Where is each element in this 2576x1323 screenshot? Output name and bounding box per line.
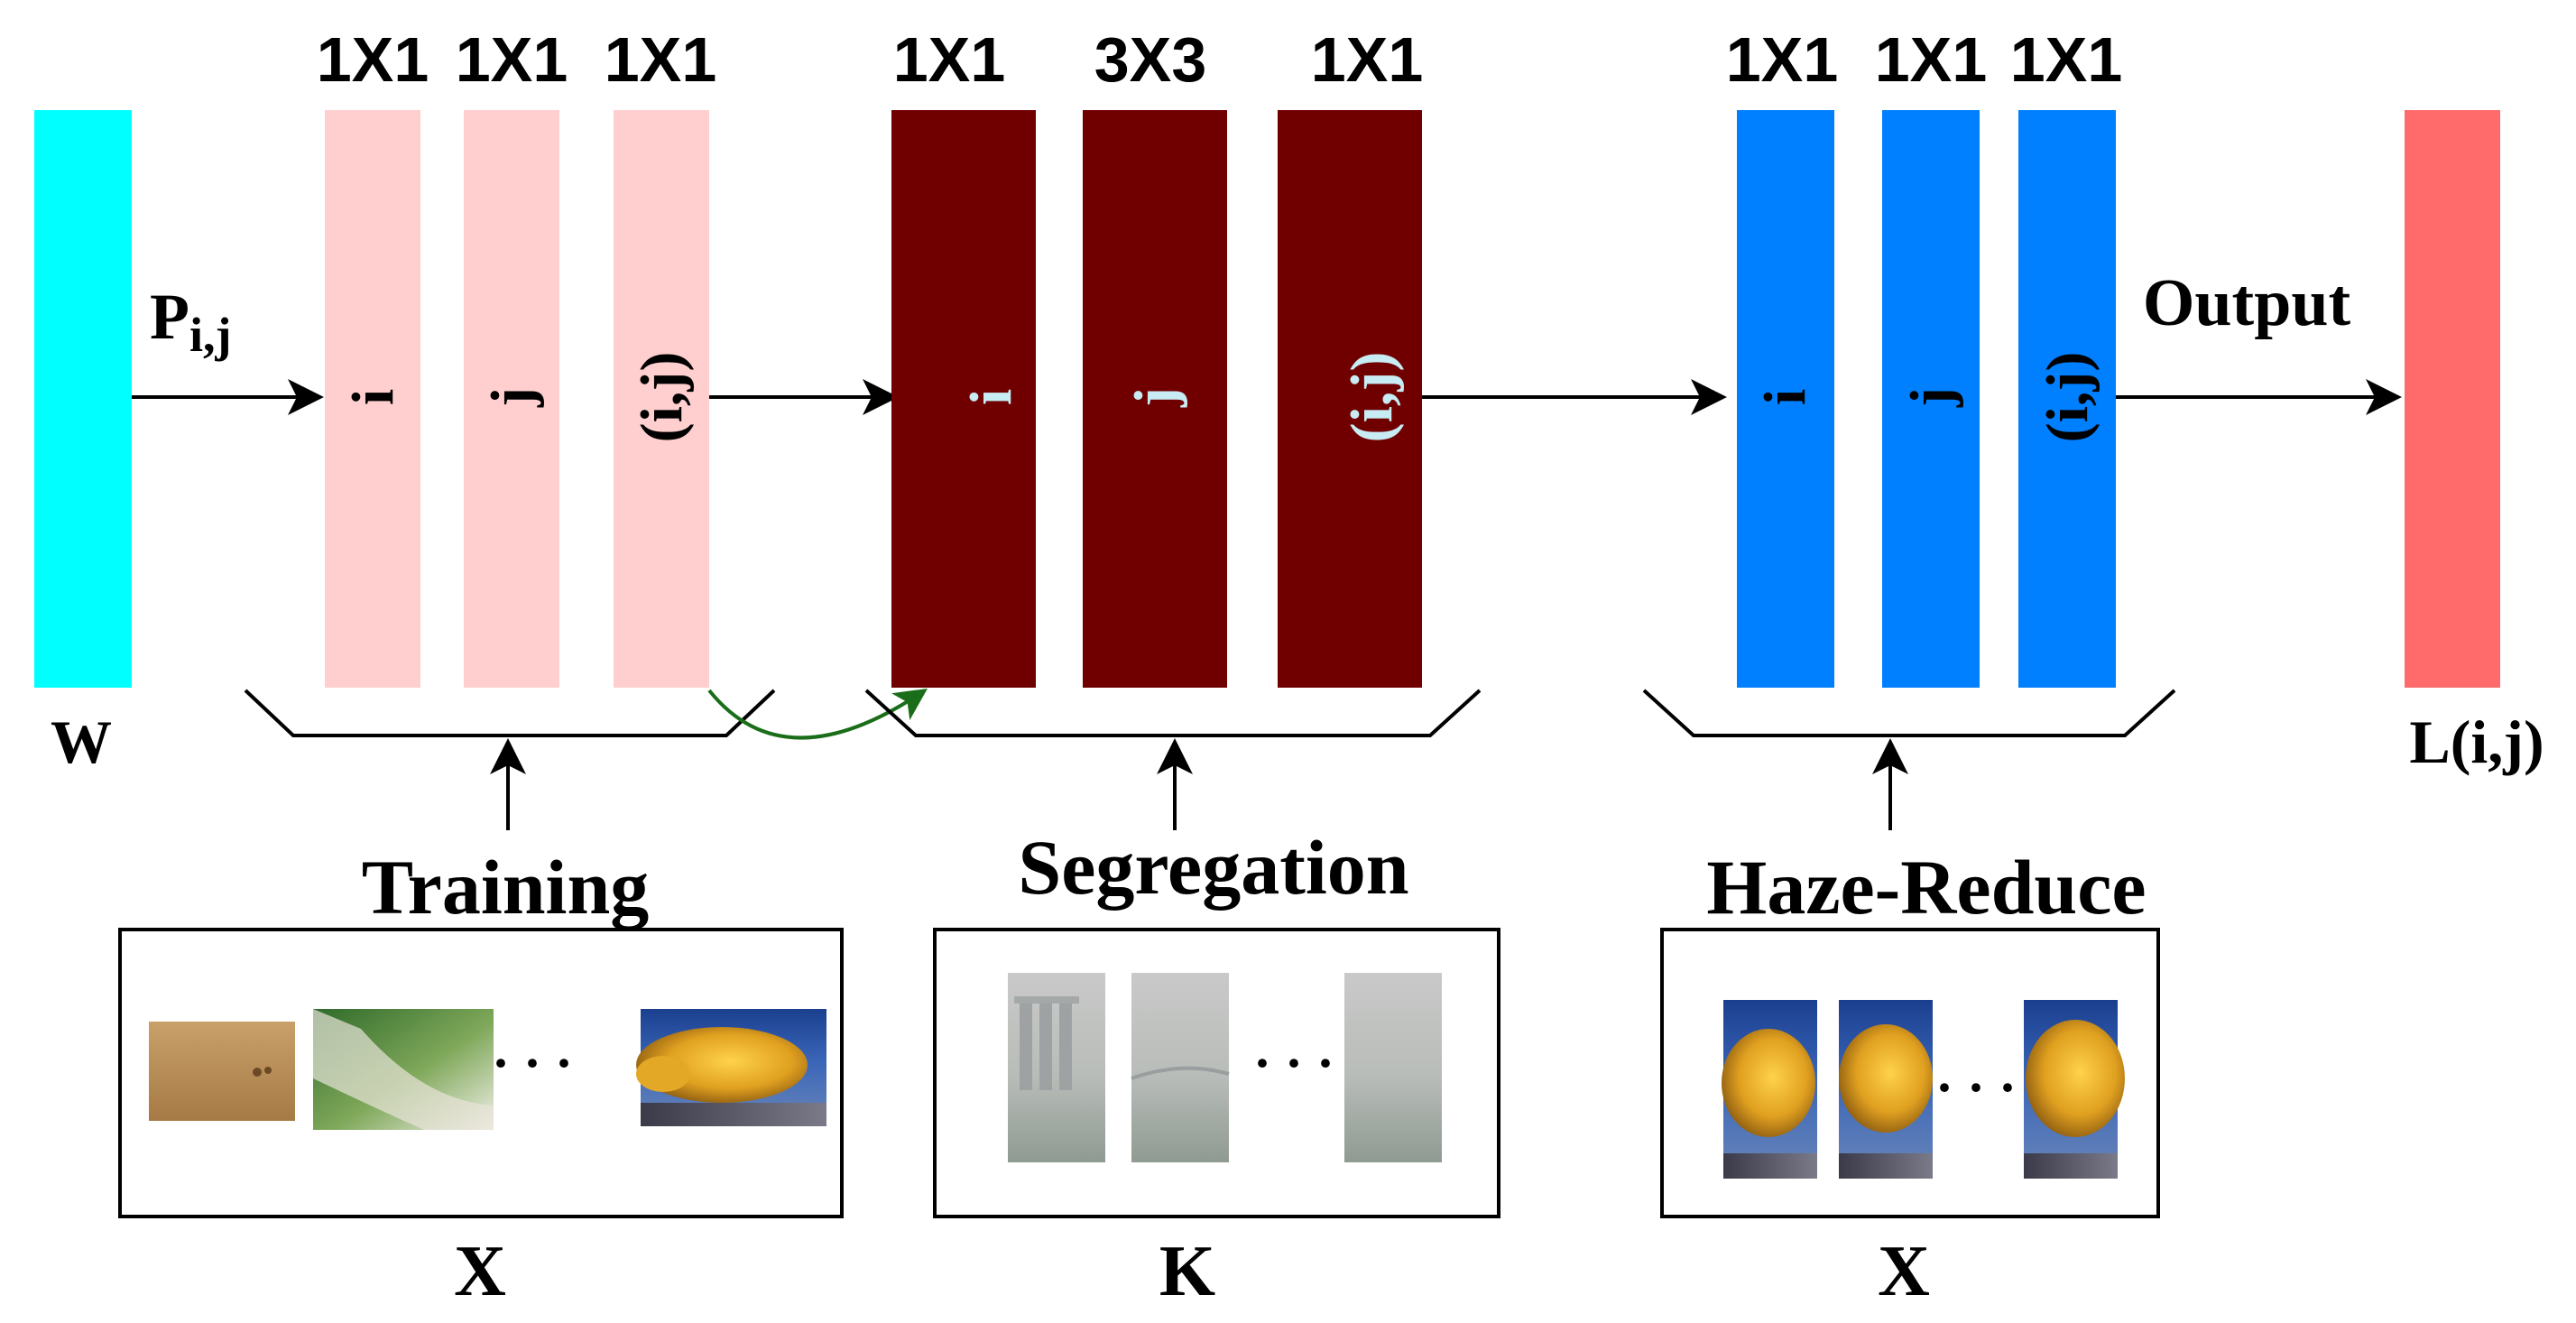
segregation-layer-1: [891, 110, 1036, 688]
segregation-layer-label-3: (i,j): [1339, 352, 1405, 443]
haze-layer-label-2: j: [1898, 387, 1964, 408]
haze-kernel-1: 1X1: [1726, 24, 1839, 95]
haze-layer-3: [2018, 110, 2116, 688]
edge-in-label-sub: i,j: [189, 308, 232, 362]
input-layer: [34, 110, 132, 688]
segregation-group: 1X1 3X3 1X1 i j (i,j) Segregation · · · …: [864, 24, 1500, 1311]
segregation-kernel-3: 1X1: [1311, 24, 1424, 95]
training-dataset-label: X: [454, 1232, 506, 1311]
segregation-kernel-1: 1X1: [893, 24, 1006, 95]
segregation-stage-label: Segregation: [1018, 824, 1408, 911]
training-layer-label-3: (i,j): [629, 352, 695, 443]
training-layer-label-2: j: [479, 387, 545, 408]
segregation-thumbnail-2: [1131, 973, 1230, 1162]
training-kernel-3: 1X1: [605, 24, 717, 95]
training-layer-2: [464, 110, 559, 688]
training-stage-label: Training: [362, 844, 650, 930]
haze-ellipsis: · · ·: [1935, 1058, 2017, 1117]
segregation-thumbnail-3: [1344, 973, 1442, 1162]
training-layer-1: [325, 110, 420, 688]
segregation-thumbnail-1: [1008, 973, 1105, 1162]
edge-out-label: Output: [2143, 266, 2351, 340]
training-layer-label-1: i: [340, 389, 406, 405]
output-label: L(i,j): [2409, 708, 2544, 776]
haze-layer-label-3: (i,j): [2035, 352, 2101, 443]
haze-dataset-label: X: [1878, 1232, 1930, 1311]
edge-in-label: Pi,j: [150, 281, 231, 362]
haze-kernel-2: 1X1: [1875, 24, 1988, 95]
segregation-kernel-2: 3X3: [1094, 24, 1207, 95]
haze-kernel-3: 1X1: [2010, 24, 2123, 95]
training-group: 1X1 1X1 1X1 i j (i,j) Training · · · X: [118, 24, 844, 1311]
haze-stage-label: Haze-Reduce: [1706, 844, 2146, 930]
haze-thumbnail-2: [1839, 1000, 1933, 1179]
training-thumbnail-3: [636, 1009, 826, 1126]
training-thumbnail-2: [313, 1009, 494, 1130]
training-ellipsis: · · ·: [492, 1033, 573, 1093]
haze-thumbnail-3: [2024, 1000, 2125, 1179]
training-dataset-box: [118, 928, 844, 1218]
segregation-bracket: [864, 689, 1482, 737]
segregation-layer-label-2: j: [1122, 387, 1188, 408]
training-thumbnail-1: [149, 1022, 295, 1121]
segregation-dataset-box: [933, 928, 1500, 1218]
training-layer-3: [614, 110, 709, 688]
haze-bracket: [1642, 689, 2176, 737]
training-kernel-1: 1X1: [317, 24, 429, 95]
training-bracket: [244, 689, 776, 737]
haze-layer-label-1: i: [1752, 389, 1818, 405]
segregation-layer-3: [1278, 110, 1422, 688]
training-kernel-2: 1X1: [456, 24, 568, 95]
input-label: W: [51, 708, 112, 776]
haze-layer-1: [1737, 110, 1834, 688]
segregation-ellipsis: · · ·: [1253, 1033, 1334, 1093]
segregation-layer-label-1: i: [958, 389, 1024, 405]
haze-layer-2: [1882, 110, 1980, 688]
haze-group: 1X1 1X1 1X1 i j (i,j) Haze-Reduce · · · …: [1642, 24, 2176, 1311]
haze-dataset-box: [1660, 928, 2160, 1218]
haze-thumbnail-1: [1722, 1000, 1817, 1179]
segregation-dataset-label: K: [1159, 1232, 1215, 1311]
segregation-layer-2: [1083, 110, 1227, 688]
output-layer: [2405, 110, 2500, 688]
edge-in-label-main: P: [150, 281, 189, 353]
